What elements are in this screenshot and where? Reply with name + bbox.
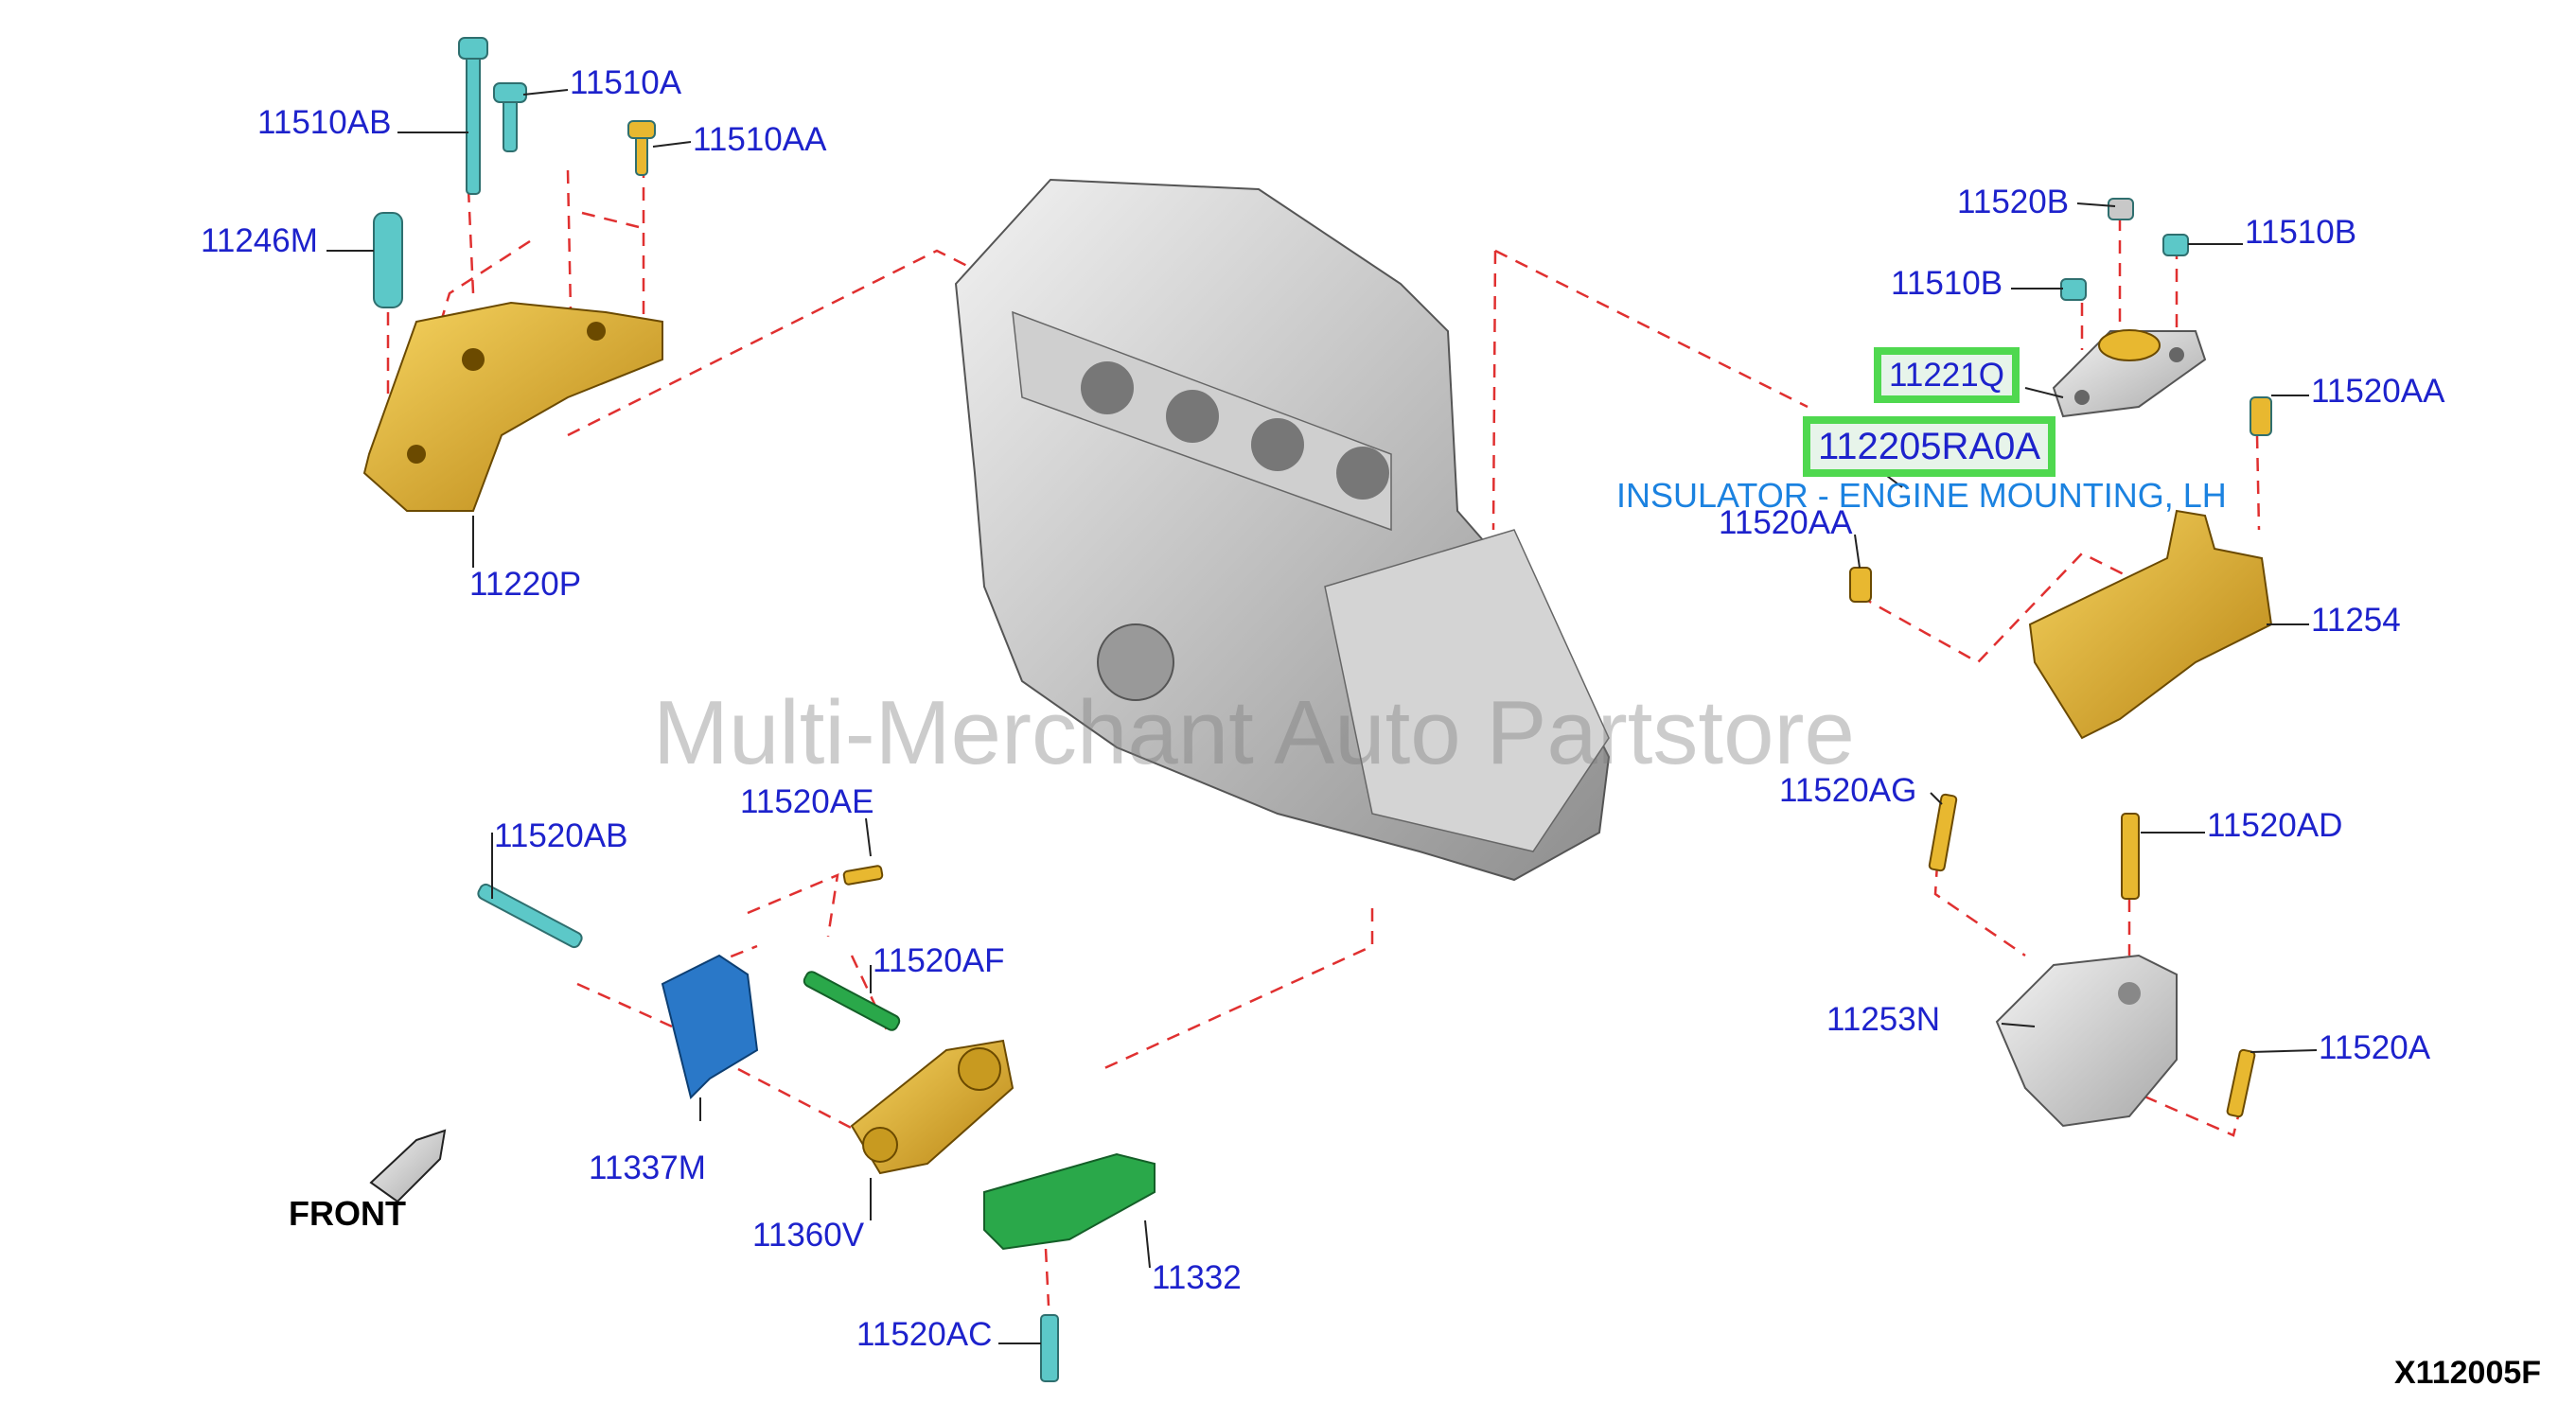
part-label-11520A[interactable]: 11520A (2319, 1029, 2431, 1066)
part-label-11221Q[interactable]: 11221Q (1874, 347, 2020, 403)
engine-mount-bracket-rh (362, 301, 663, 512)
engine-mount-insulator (2052, 329, 2207, 418)
part-label-112205RA0A[interactable]: 112205RA0A (1803, 416, 2056, 477)
part-label-11520B[interactable]: 11520B (1957, 184, 2070, 220)
part-label-11246M[interactable]: 11246M (201, 222, 318, 259)
part-label-11520AD[interactable]: 11520AD (2207, 807, 2343, 844)
label-leader-lines (326, 89, 2318, 1344)
transmission-mount-bracket (1928, 793, 2256, 1128)
part-label-11520AB[interactable]: 11520AB (494, 817, 628, 854)
engine-transmission-assembly (954, 178, 1611, 882)
part-label-11510AB[interactable]: 11510AB (257, 104, 392, 141)
engine-mount-bracket-lh (1849, 509, 2273, 740)
torque-rod-bracket (477, 865, 884, 1099)
part-label-11360V[interactable]: 11360V (752, 1217, 865, 1254)
part-label-11254[interactable]: 11254 (2311, 602, 2401, 639)
part-label-11510B-right[interactable]: 11510B (2245, 214, 2357, 251)
part-label-11332[interactable]: 11332 (1152, 1259, 1242, 1296)
part-label-11220P[interactable]: 11220P (469, 566, 582, 603)
bolts-left-top (373, 37, 656, 308)
part-label-11510B-left[interactable]: 11510B (1891, 265, 2003, 302)
part-label-11520AE[interactable]: 11520AE (740, 783, 874, 820)
part-label-11520AF[interactable]: 11520AF (873, 942, 1005, 979)
figure-code: X112005F (2394, 1355, 2542, 1391)
part-label-11253N[interactable]: 11253N (1826, 1001, 1941, 1038)
part-label-11337M[interactable]: 11337M (589, 1150, 706, 1186)
part-label-11510AA[interactable]: 11510AA (693, 121, 827, 158)
part-label-11510A-top[interactable]: 11510A (570, 64, 682, 101)
part-label-11520AA-left[interactable]: 11520AA (1719, 504, 1853, 541)
front-arrow-icon (369, 1129, 447, 1203)
front-label: FRONT (289, 1194, 406, 1233)
part-label-11520AA-right[interactable]: 11520AA (2311, 373, 2445, 410)
part-label-11520AG[interactable]: 11520AG (1779, 772, 1917, 809)
part-label-11520AC[interactable]: 11520AC (856, 1316, 993, 1353)
highlight-part-description: INSULATOR - ENGINE MOUNTING, LH (1616, 476, 2227, 515)
torque-rod-mount-bracket (983, 1152, 1156, 1382)
torque-rod (803, 971, 1015, 1175)
watermark: Multi-Merchant Auto Partstore (653, 682, 1855, 783)
